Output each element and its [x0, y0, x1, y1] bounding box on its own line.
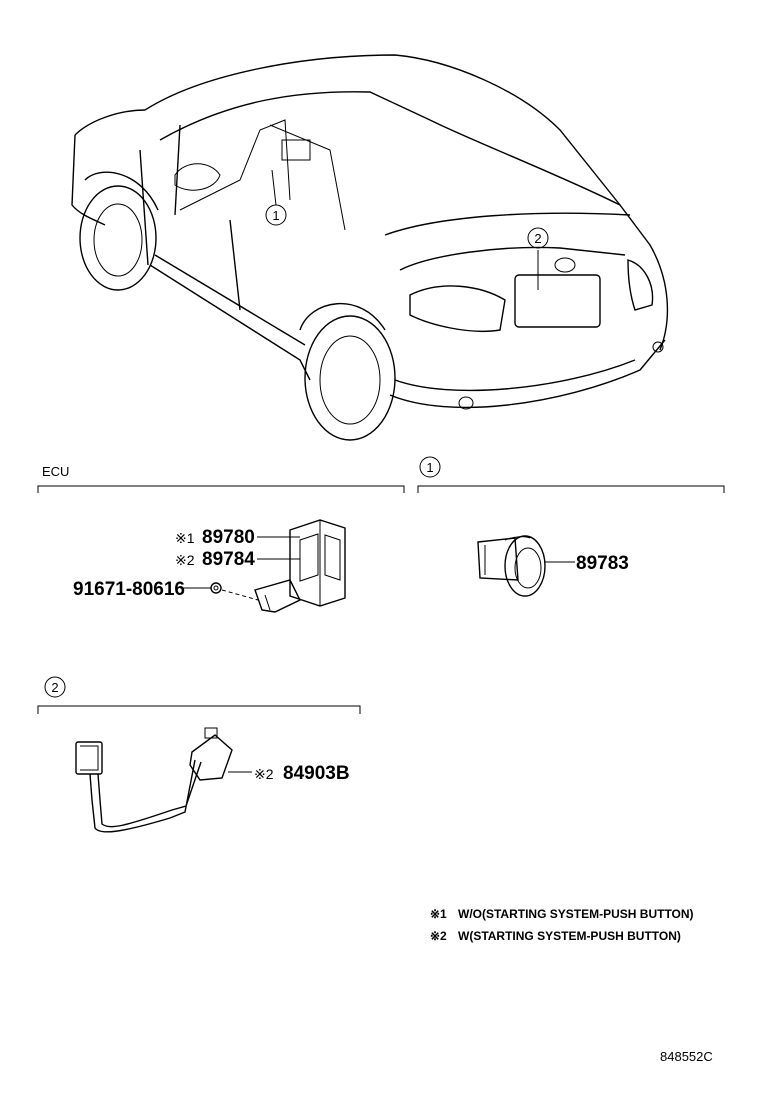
- svg-text:1: 1: [272, 208, 279, 223]
- section-2-callout: 2: [44, 676, 66, 698]
- section-1-bracket: [417, 485, 725, 493]
- ecu-section-bracket: [37, 485, 405, 493]
- svg-text:1: 1: [426, 460, 433, 475]
- car-callout-2: 2: [527, 227, 549, 249]
- ecu-bracket-drawing: [210, 519, 346, 613]
- ecu-part-1-mark: ※1: [175, 530, 195, 546]
- section-2-bracket: [37, 705, 361, 714]
- ecu-section-label: ECU: [42, 464, 69, 479]
- note-2-text: W(STARTING SYSTEM-PUSH BUTTON): [458, 929, 681, 943]
- drawing-code: 848552C: [660, 1049, 713, 1064]
- note-2-mark: ※2: [430, 929, 447, 943]
- note-1-mark: ※1: [430, 907, 447, 921]
- immobilizer-part-number: 89783: [576, 553, 629, 574]
- harness-part-mark: ※2: [254, 766, 274, 782]
- ecu-part-2-mark: ※2: [175, 552, 195, 568]
- svg-text:2: 2: [534, 231, 541, 246]
- ecu-part-1-number: 89780: [202, 527, 255, 548]
- section-1-callout: 1: [419, 456, 441, 478]
- harness-part-number: 84903B: [283, 763, 350, 784]
- note-1-text: W/O(STARTING SYSTEM-PUSH BUTTON): [458, 907, 694, 921]
- screw-part-number: 91671-80616: [73, 579, 185, 600]
- ecu-part-2-number: 89784: [202, 549, 255, 570]
- wire-harness-drawing: [75, 727, 233, 833]
- car-callout-1: 1: [265, 204, 287, 226]
- svg-text:2: 2: [51, 680, 58, 695]
- car-illustration: [71, 54, 669, 441]
- immobilizer-amplifier-drawing: [477, 535, 546, 597]
